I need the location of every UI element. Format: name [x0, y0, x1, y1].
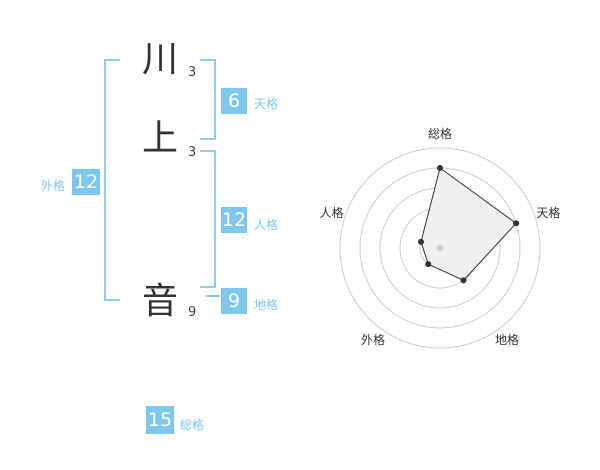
chikaku-label: 地格: [254, 298, 279, 312]
tenkaku-label: 天格: [254, 97, 279, 111]
radar-point-1: [437, 165, 443, 171]
radar-axis-label-1: 総格: [428, 126, 452, 141]
radar-ring: [339, 147, 541, 349]
tenkaku-bracket: [200, 59, 216, 140]
name-char-3: 音: [142, 281, 179, 322]
jinkaku-value: 12: [221, 207, 247, 233]
tenkaku-value: 6: [221, 88, 247, 114]
jinkaku-label: 人格: [254, 218, 279, 232]
name-char-1: 川: [142, 39, 179, 80]
radar-axis-label-5: 人格: [320, 205, 344, 220]
stroke-count-1: 3: [188, 65, 197, 80]
radar-center-dot: [437, 245, 443, 251]
radar-point-5: [417, 238, 424, 245]
stroke-count-2: 3: [188, 145, 197, 160]
radar-axis-label-4: 外格: [361, 332, 385, 347]
soukaku-label: 総格: [180, 418, 205, 432]
name-char-2: 上: [142, 118, 179, 159]
stroke-count-3: 9: [188, 305, 197, 320]
gaikaku-value: 12: [72, 169, 100, 195]
radar-point-4: [425, 261, 432, 268]
radar-area: [420, 167, 517, 281]
chikaku-connector: [206, 295, 220, 297]
radar-axis-label-3: 地格: [495, 332, 519, 347]
radar-point-3: [460, 277, 467, 284]
radar-axis-label-2: 天格: [536, 205, 560, 220]
soukaku-value: 15: [146, 406, 174, 434]
radar-point-2: [513, 220, 520, 227]
gaikaku-bracket: [104, 59, 120, 301]
chikaku-value: 9: [221, 288, 247, 314]
jinkaku-bracket: [200, 150, 216, 288]
gaikaku-label: 外格: [41, 179, 66, 193]
